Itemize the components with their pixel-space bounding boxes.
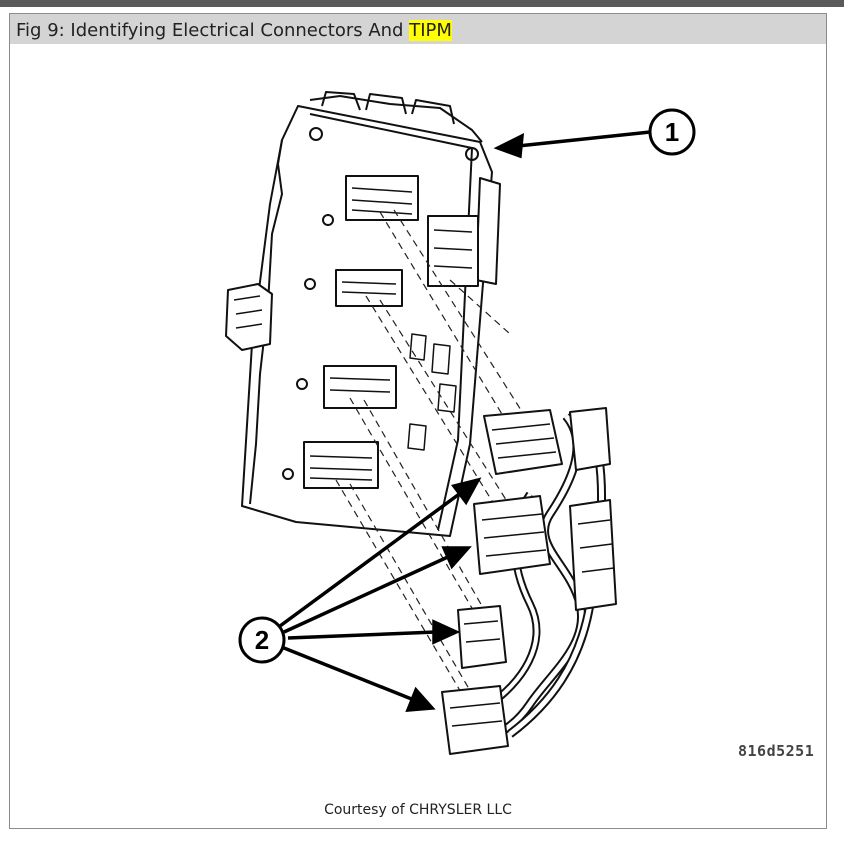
harness-connector-5 bbox=[569, 499, 617, 611]
tipm-fuse-slots bbox=[407, 333, 457, 451]
harness-connector-1 bbox=[483, 409, 563, 475]
callout-2-arrow-b bbox=[283, 554, 451, 634]
tipm-mounting-hole bbox=[304, 278, 316, 290]
tipm-mounting-hole bbox=[322, 214, 334, 226]
harness-sleeve bbox=[569, 407, 611, 471]
tipm-mounting-bracket bbox=[225, 283, 273, 351]
harness-connector-4 bbox=[441, 685, 509, 755]
callout-2: 2 bbox=[238, 616, 286, 664]
figure-reference-code: 816d5251 bbox=[738, 742, 815, 760]
callout-1-label: 1 bbox=[665, 117, 679, 147]
tipm-mounting-hole bbox=[282, 468, 294, 480]
callout-2-arrow-c bbox=[287, 630, 437, 640]
tipm-housing-side-rail bbox=[249, 139, 283, 505]
tipm-mounting-hole bbox=[309, 127, 323, 141]
harness-connector-2 bbox=[473, 495, 551, 575]
tipm-module bbox=[225, 91, 501, 537]
alignment-lines bbox=[335, 209, 541, 695]
figure-caption: Fig 9: Identifying Electrical Connectors… bbox=[16, 20, 452, 41]
callout-2-arrow-a bbox=[278, 490, 464, 628]
figure-frame: Fig 9: Identifying Electrical Connectors… bbox=[9, 13, 827, 829]
tipm-connector-diagram: 1 2 bbox=[225, 91, 696, 755]
tipm-housing-inner-edge bbox=[309, 113, 473, 531]
caption-text: Fig 9: Identifying Electrical Connectors… bbox=[16, 20, 410, 41]
tipm-socket-d bbox=[303, 441, 379, 489]
callout-1: 1 bbox=[648, 108, 696, 156]
window-top-bar bbox=[0, 0, 844, 7]
tipm-relay-block bbox=[427, 215, 479, 287]
tipm-mounting-hole bbox=[465, 147, 479, 161]
tipm-side-latch bbox=[475, 177, 501, 285]
callout-1-arrow bbox=[517, 130, 651, 148]
callout-2-arrow-d bbox=[283, 646, 415, 702]
callout-2-label: 2 bbox=[255, 625, 269, 655]
callout-arrows bbox=[278, 130, 651, 712]
caption-bar: Fig 9: Identifying Electrical Connectors… bbox=[10, 14, 826, 44]
figure-courtesy: Courtesy of CHRYSLER LLC bbox=[324, 802, 512, 818]
tipm-socket-c bbox=[323, 365, 397, 409]
wiring-harness bbox=[441, 407, 617, 755]
tipm-housing bbox=[241, 105, 493, 537]
harness-connector-3 bbox=[457, 605, 507, 669]
tipm-socket-a bbox=[345, 175, 419, 221]
tipm-top-tabs bbox=[321, 91, 455, 125]
caption-highlight-tipm: TIPM bbox=[409, 20, 452, 41]
tipm-mounting-hole bbox=[296, 378, 308, 390]
